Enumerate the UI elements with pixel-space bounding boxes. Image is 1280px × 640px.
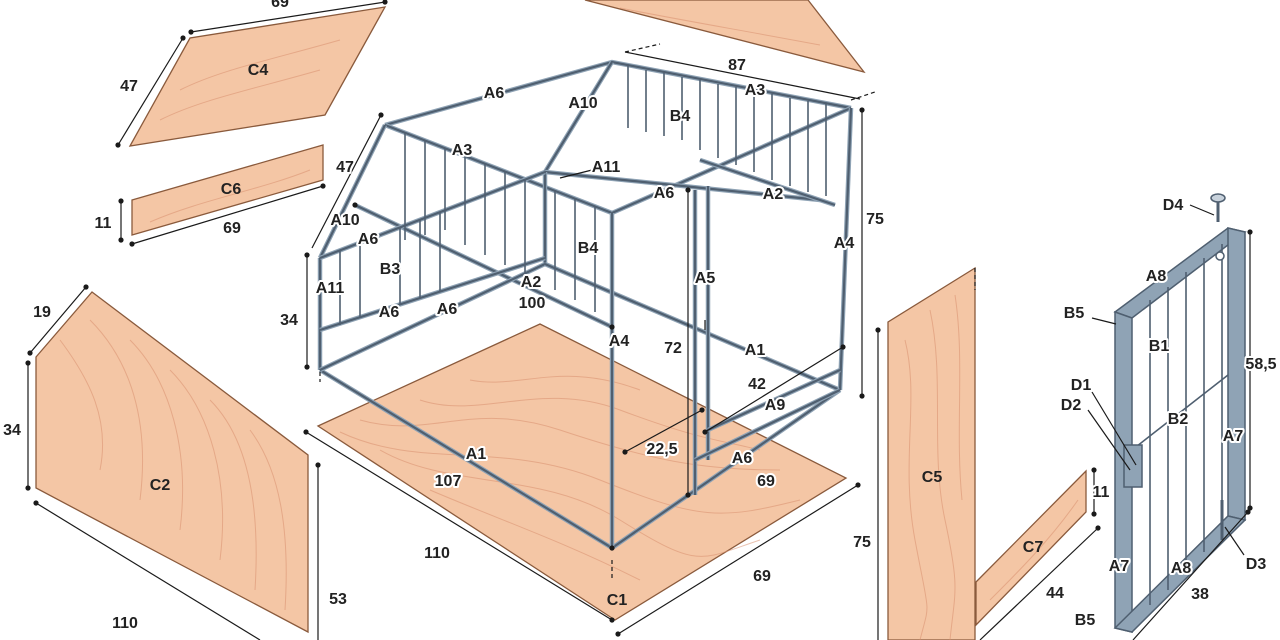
dim-c1-length: 110 xyxy=(424,545,450,562)
label-a1: A1 xyxy=(745,342,766,359)
label-a8: A8 xyxy=(1171,560,1192,577)
label-d4: D4 xyxy=(1163,197,1184,214)
dim-c7-height: 11 xyxy=(1093,484,1110,501)
dim-c2-side: 34 xyxy=(3,422,21,439)
dim-lower-side: 34 xyxy=(280,312,298,329)
bolt-d4 xyxy=(1210,193,1226,222)
label-d2: D2 xyxy=(1061,397,1082,414)
dim-frame-length: 107 xyxy=(435,473,462,490)
label-a4: A4 xyxy=(609,333,630,350)
label-c7: C7 xyxy=(1023,539,1044,556)
dim-c4-width: 69 xyxy=(271,0,289,11)
panel-c4-roof xyxy=(128,6,387,147)
label-a11: A11 xyxy=(592,159,621,176)
panel-c5-front xyxy=(887,266,976,640)
label-b2: B2 xyxy=(1168,411,1189,428)
bars-b4-back xyxy=(627,66,827,196)
gate-assembly xyxy=(1113,227,1247,633)
dim-frame-width: 69 xyxy=(757,473,775,490)
label-a3: A3 xyxy=(745,82,766,99)
label-a2: A2 xyxy=(521,274,542,291)
label-c6: C6 xyxy=(221,181,242,198)
dim-door-sill: 22,5 xyxy=(646,441,677,458)
bars-b4-front xyxy=(404,133,596,312)
label-b5: B5 xyxy=(1075,612,1096,629)
label-b4: B4 xyxy=(670,108,691,125)
panel-c6-strip xyxy=(131,144,324,236)
label-a6: A6 xyxy=(654,185,675,202)
label-a7: A7 xyxy=(1223,428,1244,445)
dim-gate-width: 38 xyxy=(1191,586,1209,603)
dim-total-height: 75 xyxy=(866,211,884,228)
label-a6: A6 xyxy=(358,231,379,248)
dim-c2-top: 19 xyxy=(33,304,51,321)
label-d1: D1 xyxy=(1071,377,1092,394)
label-a7: A7 xyxy=(1109,558,1130,575)
label-a8: A8 xyxy=(1146,268,1167,285)
dim-c2-height: 53 xyxy=(329,591,347,608)
dim-c7-width: 44 xyxy=(1046,585,1064,602)
label-a6: A6 xyxy=(379,304,400,321)
label-b4: B4 xyxy=(578,240,599,257)
label-d3: D3 xyxy=(1246,556,1267,573)
dim-c5-height: 75 xyxy=(853,534,871,551)
label-c5: C5 xyxy=(922,469,943,486)
label-b5: B5 xyxy=(1064,305,1085,322)
dim-gate-height: 58,5 xyxy=(1245,356,1276,373)
dim-c1-width: 69 xyxy=(753,568,771,585)
label-a3: A3 xyxy=(452,142,473,159)
bars-b3-left xyxy=(339,212,441,325)
label-a10: A10 xyxy=(568,95,597,112)
steel-cage-frame xyxy=(317,59,854,550)
label-c4: C4 xyxy=(248,62,269,79)
dim-c6-height: 11 xyxy=(95,215,112,232)
label-a6: A6 xyxy=(484,85,505,102)
label-b3: B3 xyxy=(380,261,401,278)
label-a6: A6 xyxy=(732,450,753,467)
dim-door-height: 72 xyxy=(664,340,682,357)
part-labels: A1 A1 A2 A2 A3 A3 A4 A4 A5 A6 A6 A6 A6 A… xyxy=(314,80,1269,631)
panel-c2-side xyxy=(35,291,309,634)
dimension-dots xyxy=(25,0,1253,637)
latch-plate xyxy=(1123,444,1143,488)
dim-c2-length: 110 xyxy=(112,615,138,632)
panel-c7-strip xyxy=(975,469,1087,627)
label-a9: A9 xyxy=(765,397,786,414)
label-b1: B1 xyxy=(1149,338,1170,355)
label-a4: A4 xyxy=(834,235,855,252)
panel-c1-floor xyxy=(316,323,848,621)
dimension-lines xyxy=(27,1,1251,640)
label-a10: A10 xyxy=(330,212,359,229)
dim-top-length: 87 xyxy=(728,57,746,74)
dim-c6-width: 69 xyxy=(223,220,241,237)
label-a6: A6 xyxy=(437,301,458,318)
label-a5: A5 xyxy=(695,270,716,287)
label-a2: A2 xyxy=(763,186,784,203)
label-c2: C2 xyxy=(150,477,171,494)
dim-inner-length: 100 xyxy=(519,295,546,312)
label-a11: A11 xyxy=(316,280,345,297)
panel-labels: C4 C6 C2 C1 C5 C7 xyxy=(150,62,1044,609)
panel-roof-right xyxy=(584,0,866,74)
dim-door-width: 42 xyxy=(748,376,766,393)
label-c1: C1 xyxy=(607,592,628,609)
dim-c4-depth: 47 xyxy=(120,78,138,95)
label-a1: A1 xyxy=(466,446,487,463)
dim-roof-slope: 47 xyxy=(336,159,354,176)
